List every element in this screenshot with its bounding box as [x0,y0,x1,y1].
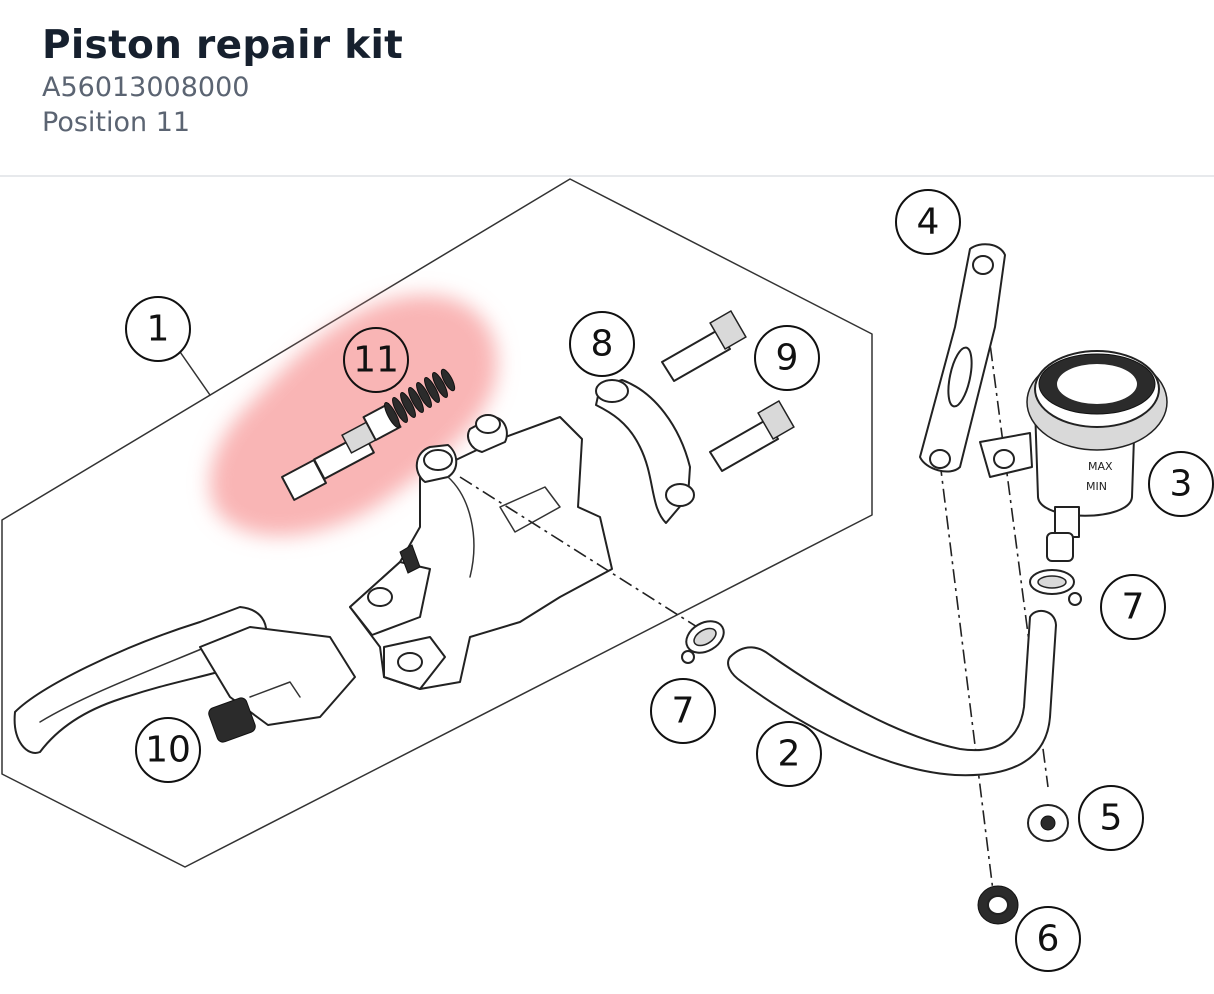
master-cylinder-body[interactable] [349,414,613,690]
svg-text:10: 10 [145,730,191,771]
callout-1[interactable]: 1 [125,296,191,362]
svg-text:4: 4 [917,202,940,243]
hose-clip-left[interactable] [681,615,730,664]
svg-text:1: 1 [147,309,170,350]
exploded-parts-diagram: MAX MIN 1 11 8 9 [0,177,1214,990]
banjo-fitting[interactable] [1027,804,1069,842]
svg-text:5: 5 [1100,798,1123,839]
alignment-line-hose [459,476,706,633]
product-title: Piston repair kit [42,23,404,68]
bolt-lower[interactable] [709,399,795,472]
svg-text:6: 6 [1037,919,1060,960]
position-label: Position 11 [42,107,191,138]
callout-4[interactable]: 4 [895,189,961,255]
callout-9[interactable]: 9 [754,325,820,391]
callout-11[interactable]: 11 [343,327,409,393]
assembly-boundary [1,178,873,868]
hose-clip-right[interactable] [1029,569,1082,606]
svg-text:3: 3 [1170,464,1193,505]
svg-text:7: 7 [1122,587,1145,628]
callout-10[interactable]: 10 [135,717,201,783]
diagram-svg: MAX MIN 1 11 8 9 [1,178,1214,972]
callout-5[interactable]: 5 [1078,785,1144,851]
brake-hose[interactable] [727,609,1057,777]
callout-6[interactable]: 6 [1015,906,1081,972]
reservoir-bracket[interactable] [919,243,1033,478]
reservoir-max-label: MAX [1088,460,1113,473]
bolt-upper[interactable] [661,309,747,382]
callout-7-left[interactable]: 7 [650,678,716,744]
svg-text:7: 7 [672,691,695,732]
hex-nut[interactable] [977,885,1019,925]
callout-7-right[interactable]: 7 [1100,574,1166,640]
callout-2[interactable]: 2 [756,721,822,787]
callout-3[interactable]: 3 [1148,451,1214,517]
product-header: Piston repair kit A56013008000 Position … [0,0,1214,175]
alignment-line-bracket-a [939,461,996,908]
fluid-reservoir[interactable]: MAX MIN [1026,350,1168,562]
reservoir-min-label: MIN [1086,480,1107,493]
clamp-part[interactable] [595,379,695,524]
part-number: A56013008000 [42,72,250,103]
svg-text:11: 11 [353,340,399,381]
highlight-region[interactable] [209,295,498,536]
callout-8[interactable]: 8 [569,311,635,377]
header-divider [0,175,1214,177]
piston-part[interactable] [281,368,457,501]
svg-text:9: 9 [776,338,799,379]
svg-text:8: 8 [591,324,614,365]
brake-lever[interactable] [13,606,356,754]
callout-1-leader [177,348,211,396]
svg-text:2: 2 [778,734,801,775]
